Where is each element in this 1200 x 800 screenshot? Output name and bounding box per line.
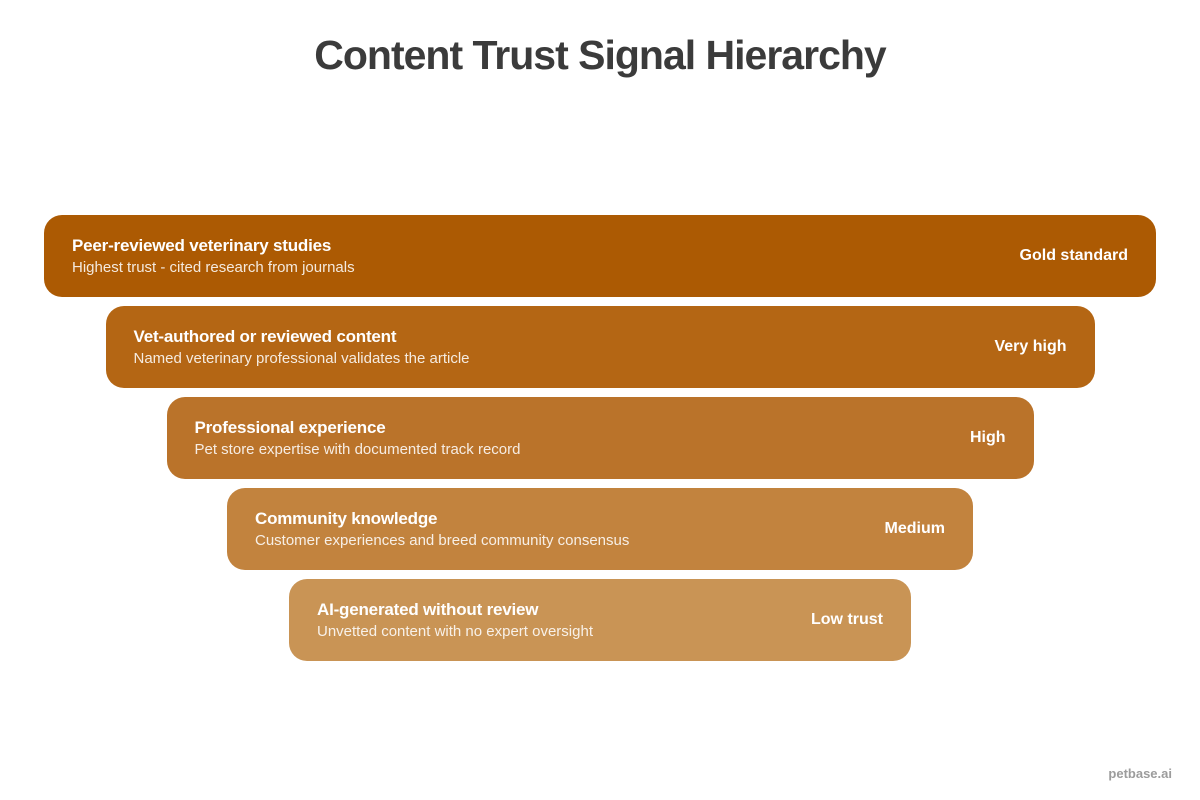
trust-level-title: Community knowledge	[255, 509, 438, 528]
trust-level-badge: Gold standard	[1019, 247, 1128, 264]
trust-level-bar: Peer-reviewed veterinary studies Highest…	[44, 215, 1156, 297]
trust-level-badge: Very high	[994, 338, 1067, 355]
trust-level-description: Pet store expertise with documented trac…	[194, 441, 521, 458]
trust-level-title: Professional experience	[194, 418, 386, 437]
trust-level-description: Unvetted content with no expert oversigh…	[317, 623, 593, 640]
trust-level-title: Vet-authored or reviewed content	[133, 327, 397, 346]
trust-level-title: AI-generated without review	[317, 600, 539, 619]
trust-funnel: Peer-reviewed veterinary studies Highest…	[0, 215, 1200, 661]
trust-level-text: Peer-reviewed veterinary studies Highest…	[72, 234, 355, 278]
trust-level-text: AI-generated without review Unvetted con…	[317, 598, 593, 642]
trust-level-bar: Community knowledge Customer experiences…	[227, 488, 973, 570]
trust-level-bar: Vet-authored or reviewed content Named v…	[105, 306, 1095, 388]
trust-level-badge: High	[969, 429, 1006, 446]
trust-level-text: Professional experience Pet store expert…	[195, 416, 521, 460]
trust-level-description: Customer experiences and breed community…	[255, 532, 630, 549]
trust-level-description: Named veterinary professional validates …	[133, 350, 470, 367]
trust-level-description: Highest trust - cited research from jour…	[72, 259, 355, 276]
page-title: Content Trust Signal Hierarchy	[314, 32, 886, 78]
trust-level-badge: Low trust	[811, 611, 883, 628]
watermark-brand: petbase.ai	[1108, 766, 1172, 781]
trust-level-bar: AI-generated without review Unvetted con…	[289, 579, 911, 661]
trust-level-badge: Medium	[884, 520, 945, 537]
trust-level-bar: Professional experience Pet store expert…	[166, 397, 1034, 479]
trust-level-text: Vet-authored or reviewed content Named v…	[134, 325, 470, 369]
trust-level-text: Community knowledge Customer experiences…	[255, 507, 629, 551]
trust-level-title: Peer-reviewed veterinary studies	[72, 236, 332, 255]
